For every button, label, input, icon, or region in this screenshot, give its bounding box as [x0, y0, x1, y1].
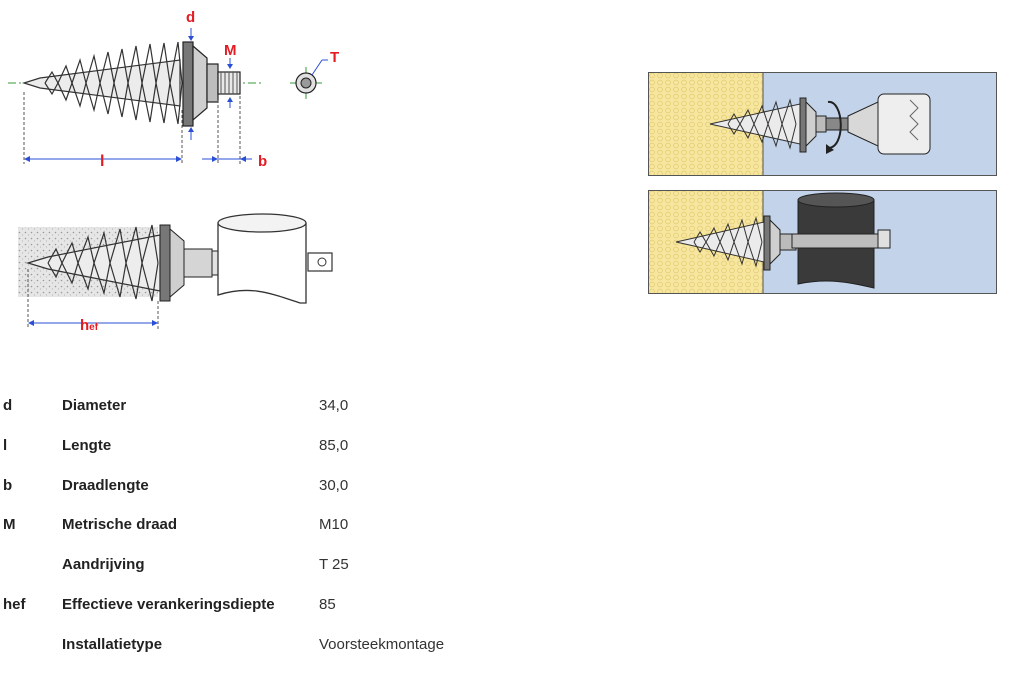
label-b: b [258, 153, 267, 170]
spec-label: Effectieve verankeringsdiepte [62, 595, 275, 613]
spec-value: 85 [319, 595, 336, 613]
installed-anchor-drawing: hef [18, 213, 333, 334]
spec-row-diameter: d Diameter 34,0 [0, 385, 520, 425]
spec-row-anchorage-depth: hef Effectieve verankeringsdiepte 85 [0, 584, 520, 624]
installation-step-drilling [648, 72, 997, 176]
spec-row-metric-thread: M Metrische draad M10 [0, 504, 520, 544]
spec-symbol: b [3, 476, 13, 494]
label-T: T [330, 49, 339, 66]
spiral-anchor-body [21, 41, 183, 125]
anchor-dimension-drawing: d M T l b [8, 9, 339, 170]
spec-value: 30,0 [319, 476, 349, 494]
label-d: d [186, 9, 195, 26]
label-M: M [224, 42, 237, 59]
spec-value: 34,0 [319, 397, 349, 414]
spec-symbol: d [3, 397, 13, 414]
spec-label: Diameter [62, 397, 127, 414]
spec-label: Lengte [62, 436, 112, 454]
svg-text:hef: hef [80, 317, 99, 334]
label-hef-subscript: ef [89, 322, 99, 333]
drive-end-view [290, 59, 328, 99]
spec-row-installation-type: Installatietype Voorsteekmontage [0, 624, 520, 664]
spec-symbol: M [3, 516, 16, 534]
spec-label: Aandrijving [62, 556, 145, 574]
spec-symbol: l [3, 436, 8, 454]
spec-label: Metrische draad [62, 516, 178, 534]
pipe [217, 223, 307, 304]
spec-value: M10 [319, 516, 349, 534]
spec-value: T 25 [319, 556, 349, 574]
spec-row-length: l Lengte 85,0 [0, 425, 520, 465]
spec-label: Draadlengte [62, 476, 149, 494]
installation-step-pipe-clamp [648, 190, 997, 294]
label-hef: h [80, 317, 89, 334]
spec-label: Installatietype [62, 635, 163, 653]
label-l: l [100, 153, 104, 170]
spec-row-thread-length: b Draadlengte 30,0 [0, 465, 520, 505]
spec-row-drive: Aandrijving T 25 [0, 544, 520, 584]
specifications-table: d Diameter 34,0 l Lengte 85,0 b Draadlen… [0, 385, 520, 664]
spec-symbol: hef [3, 595, 26, 613]
spec-value: Voorsteekmontage [319, 635, 445, 653]
spec-value: 85,0 [319, 436, 349, 454]
